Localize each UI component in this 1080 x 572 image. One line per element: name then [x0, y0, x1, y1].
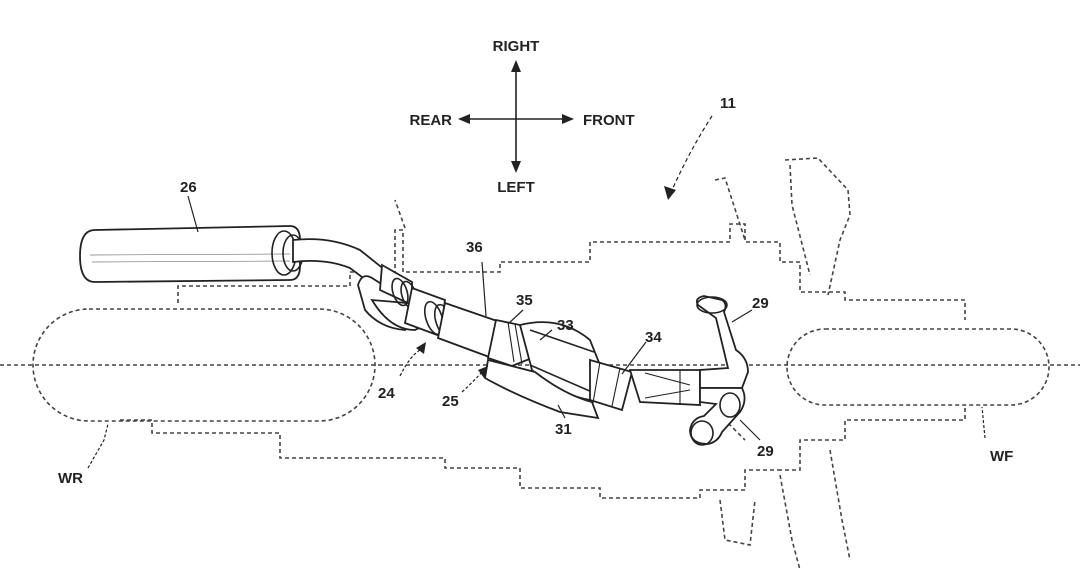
label-exhaust-pipe-assembly: 24 — [378, 385, 395, 402]
label-muffler: 26 — [180, 179, 197, 196]
arrow-right-icon — [562, 114, 574, 124]
label-collective-pipe: 31 — [555, 421, 572, 438]
label-exhaust-port-pipe-upper: 29 — [752, 295, 769, 312]
front-wheel — [786, 328, 1050, 406]
leader-lines — [87, 115, 986, 469]
direction-compass: RIGHT LEFT REAR FRONT — [409, 38, 634, 196]
front-wheel-outline — [786, 328, 1050, 406]
label-catalyst-case: 33 — [557, 317, 574, 334]
muffler — [79, 225, 304, 283]
label-exhaust-passage: 25 — [442, 393, 459, 410]
label-connecting-pipe: 36 — [466, 239, 483, 256]
rear-wheel — [32, 308, 376, 422]
label-motorcycle: 11 — [720, 95, 736, 112]
label-front-pipe: 34 — [645, 329, 662, 346]
label-joint: 35 — [516, 292, 533, 309]
direction-left-label: LEFT — [497, 179, 535, 196]
arrow-left-icon — [458, 114, 470, 124]
rear-wheel-outline — [32, 308, 376, 422]
label-exhaust-port-pipe-lower: 29 — [757, 443, 774, 460]
arrow-up-icon — [511, 60, 521, 72]
label-front-wheel: WF — [990, 448, 1013, 465]
arrow-down-icon — [511, 161, 521, 173]
label-rear-wheel: WR — [58, 470, 83, 487]
exhaust-pipes — [292, 238, 749, 446]
direction-front-label: FRONT — [583, 112, 635, 129]
direction-right-label: RIGHT — [493, 38, 540, 55]
reference-numerals: 11 26 36 35 33 34 29 29 24 25 31 WR WF — [58, 95, 1013, 487]
direction-rear-label: REAR — [409, 112, 452, 129]
